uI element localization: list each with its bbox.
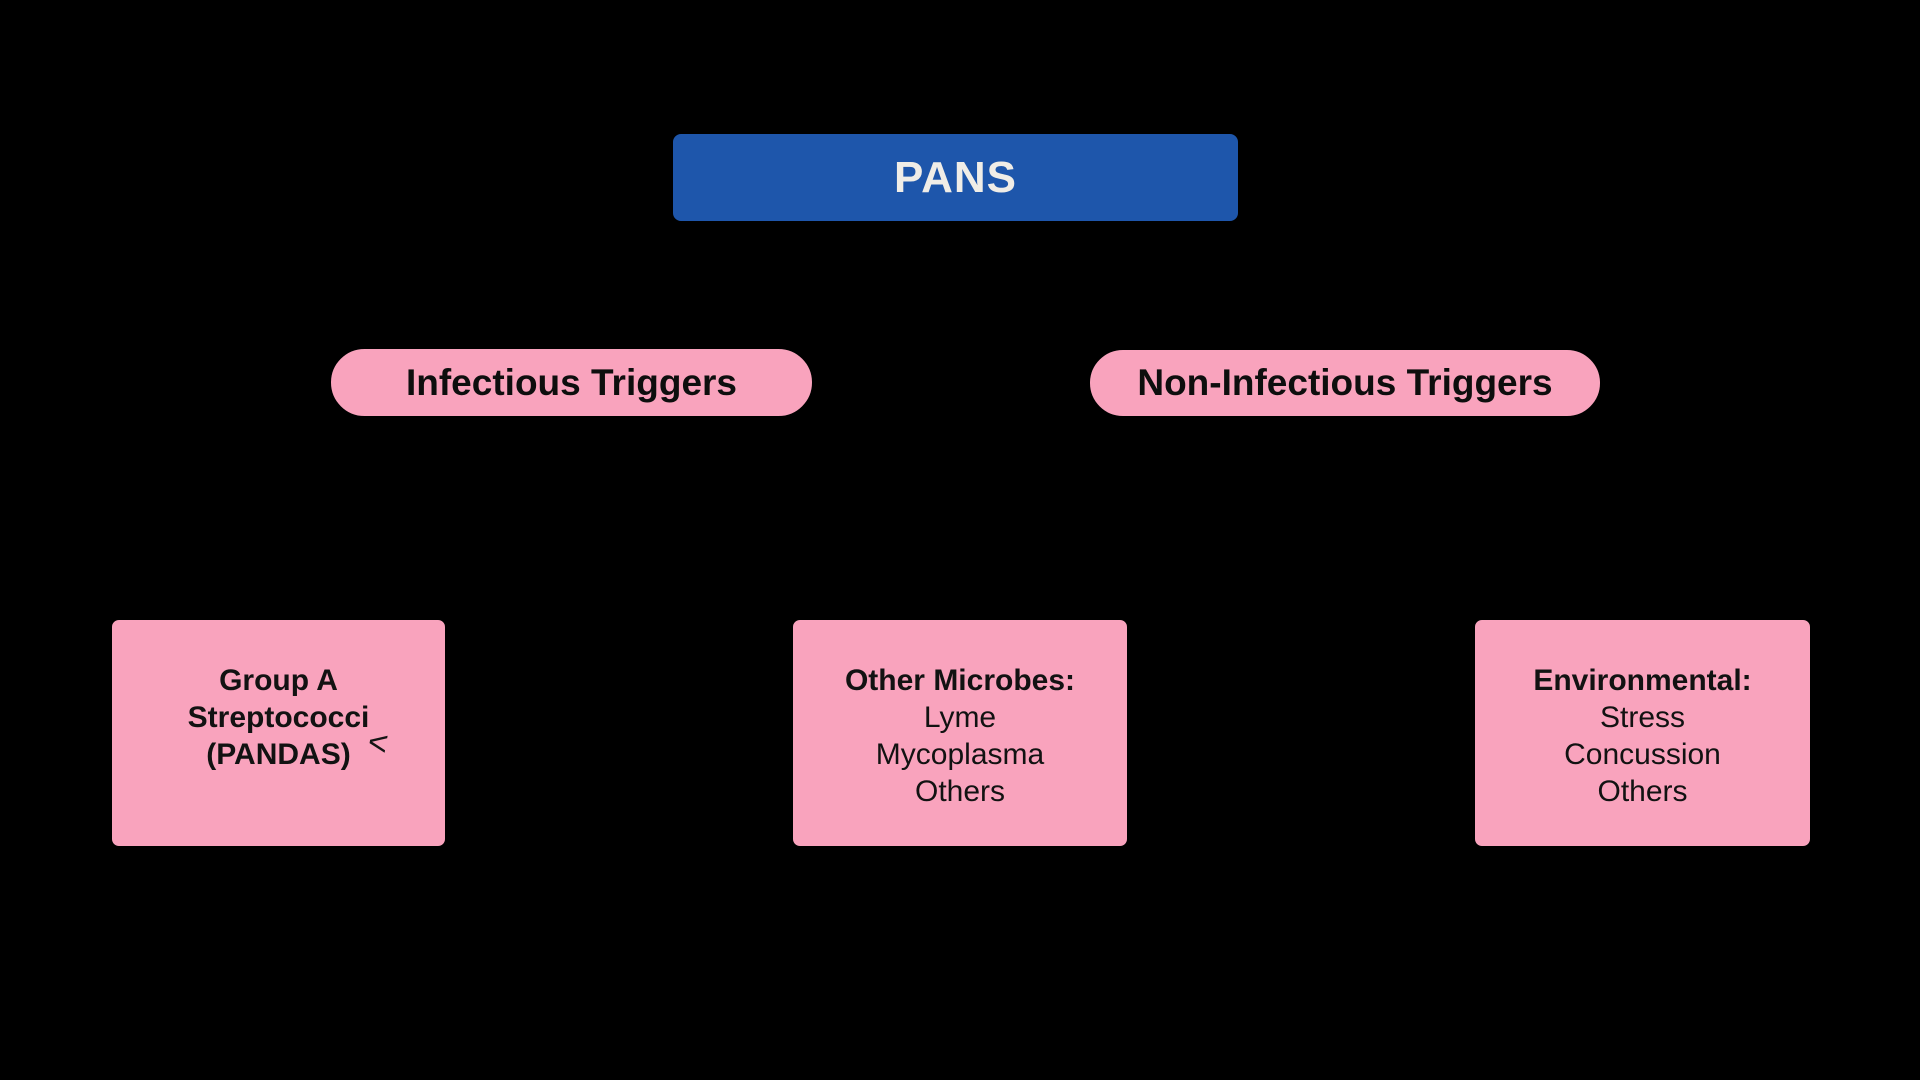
- group-a-streptococci-label: Group A Streptococci (PANDAS): [187, 664, 370, 771]
- environmental-item: Others: [1597, 775, 1688, 808]
- node-pans-label: PANS: [894, 152, 1017, 202]
- environmental-heading: Environmental:: [1533, 664, 1752, 697]
- other-microbes-item: Mycoplasma: [875, 738, 1045, 771]
- other-microbes-item: Lyme: [923, 701, 997, 734]
- other-microbes-heading: Other Microbes:: [844, 664, 1076, 697]
- node-environmental: Environmental: Stress Concussion Others: [1473, 618, 1812, 848]
- node-group-a-streptococci: Group A Streptococci (PANDAS): [110, 618, 447, 848]
- node-non-infectious-triggers: Non-Infectious Triggers: [1088, 348, 1602, 418]
- node-pans-root: PANS: [671, 132, 1240, 223]
- node-other-microbes: Other Microbes: Lyme Mycoplasma Others: [791, 618, 1129, 848]
- other-microbes-item: Others: [914, 775, 1006, 808]
- environmental-item: Stress: [1599, 701, 1686, 734]
- non-infectious-triggers-label: Non-Infectious Triggers: [1137, 362, 1553, 403]
- infectious-triggers-label: Infectious Triggers: [405, 361, 737, 403]
- node-infectious-triggers: Infectious Triggers: [329, 347, 814, 418]
- environmental-item: Concussion: [1564, 738, 1721, 771]
